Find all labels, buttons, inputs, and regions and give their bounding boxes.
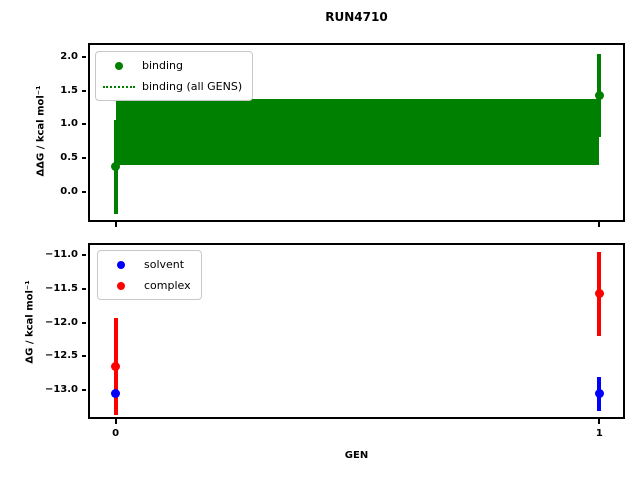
y-tick: [82, 389, 86, 392]
y-tick: [82, 287, 86, 290]
complex-point: [111, 362, 121, 372]
y-tick: [82, 321, 86, 324]
y-tick: [82, 190, 86, 193]
dotted-line-marker: [103, 85, 135, 88]
legend-item-binding: binding: [100, 55, 242, 76]
y-tick: [82, 89, 86, 92]
binding-point: [594, 90, 604, 100]
y-tick-label: −12.5: [44, 350, 78, 362]
legend-dot-icon: [102, 260, 140, 269]
y-tick-label: 0.5: [60, 152, 78, 164]
y-tick: [82, 56, 86, 59]
y-tick-label: −11.5: [44, 282, 78, 294]
binding-point: [111, 162, 121, 172]
y-tick: [82, 157, 86, 160]
x-tick-label: 0: [112, 428, 120, 439]
x-tick: [114, 419, 117, 424]
complex-point: [594, 289, 604, 299]
x-tick: [114, 222, 117, 227]
legend-label: binding (all GENS): [142, 80, 243, 93]
solvent-point: [111, 389, 121, 399]
y-tick-label: 1.5: [60, 84, 78, 96]
legend-item-solvent: solvent: [102, 254, 191, 275]
y-tick-label: 1.0: [60, 118, 78, 130]
y-tick-label: −12.0: [44, 316, 78, 328]
legend-label: solvent: [144, 258, 185, 271]
y-tick-label: −13.0: [44, 384, 78, 396]
legend-item-binding-all-gens-: binding (all GENS): [100, 76, 242, 97]
x-tick: [598, 419, 601, 424]
x-axis-label: GEN: [344, 450, 369, 461]
legend: binding binding (all GENS): [95, 51, 254, 101]
y-tick-label: −11.0: [44, 248, 78, 260]
figure-title: RUN4710: [325, 10, 388, 24]
x-tick-label: 1: [595, 428, 603, 439]
legend-dot-icon: [102, 281, 140, 290]
legend-dot-icon: [100, 61, 138, 70]
y-tick-label: 0.0: [60, 185, 78, 197]
legend: solvent complex: [97, 250, 202, 300]
solvent-point: [594, 389, 604, 399]
legend-label: complex: [144, 279, 191, 292]
legend-label: binding: [142, 59, 184, 72]
x-tick: [598, 222, 601, 227]
y-tick: [82, 355, 86, 358]
dot-marker: [115, 61, 123, 70]
y-tick: [82, 253, 86, 256]
dot-marker: [117, 260, 125, 269]
y-tick-label: 2.0: [60, 51, 78, 63]
legend-item-complex: complex: [102, 275, 191, 296]
dot-marker: [117, 281, 125, 290]
all-gens-dotted-line: [115, 130, 600, 133]
y-tick: [82, 123, 86, 126]
legend-dotted-line-icon: [100, 85, 138, 88]
